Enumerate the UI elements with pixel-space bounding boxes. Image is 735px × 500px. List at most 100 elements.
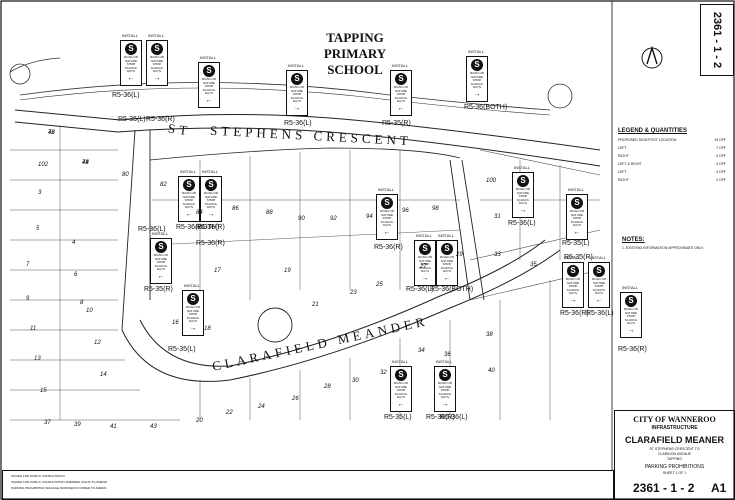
sign-install-label: INSTALL — [288, 63, 304, 68]
no-stopping-icon: S — [571, 197, 583, 209]
sign-install-label: INSTALL — [438, 233, 454, 238]
lot-number: 27 — [420, 264, 427, 270]
legend-qty: 19 OFF — [714, 138, 726, 142]
lot-number: 76 — [48, 130, 55, 136]
sign-text: ROAD OR NATURE STRIP SCHOOL DAYS — [417, 255, 432, 274]
lot-number: 5 — [36, 226, 40, 232]
sign-text: ROAD OR NATURE STRIP SCHOOL DAYS — [393, 85, 408, 104]
lot-number: 90 — [298, 216, 305, 222]
lot-number: 7 — [26, 262, 30, 268]
lot-number: 16 — [172, 320, 179, 326]
no-stopping-icon: S — [183, 179, 195, 191]
lot-number: 26 — [292, 396, 299, 402]
lot-number: 14 — [100, 372, 107, 378]
sign-install-label: INSTALL — [564, 255, 580, 260]
lot-number: 96 — [402, 208, 409, 214]
no-stopping-icon: S — [155, 241, 167, 253]
direction-arrow-icon: ← — [397, 400, 405, 408]
title-sub1: ST STEPHENS CRESCENT TO — [649, 447, 700, 451]
sign-code-label: R5-35(L) — [118, 116, 146, 123]
sign-install-label: INSTALL — [590, 255, 606, 260]
lot-number: 19 — [284, 268, 291, 274]
direction-arrow-icon: ← — [185, 210, 193, 218]
lot-number: 3 — [38, 190, 42, 196]
lot-number: 9 — [26, 296, 30, 302]
sign-install-label: INSTALL — [436, 359, 452, 364]
sign-code-label: R5-36(R) — [560, 310, 589, 317]
lot-number: 30 — [352, 378, 359, 384]
direction-arrow-icon: ← — [157, 272, 165, 280]
lot-number: 42 — [48, 130, 55, 136]
lot-number: 12 — [94, 340, 101, 346]
lot-number: 23 — [350, 290, 357, 296]
direction-arrow-icon: ← — [443, 274, 451, 282]
lot-number: 8 — [80, 300, 84, 306]
direction-arrow-icon: ← — [205, 96, 213, 104]
lot-number: 6 — [74, 272, 78, 278]
sign-code-label: R5-36(L) — [508, 220, 536, 227]
sign-install-label: INSTALL — [202, 169, 218, 174]
sign-code-label: R5-36(R) — [426, 414, 455, 421]
title-sub2: CLARIDON AVENUE — [658, 452, 691, 456]
direction-arrow-icon: ← — [397, 104, 405, 112]
sign-code-label: R5-35(L) — [562, 240, 590, 247]
no-stopping-icon: S — [187, 293, 199, 305]
lot-number: 43 — [150, 424, 157, 430]
lot-number: 80 — [122, 172, 129, 178]
revision-row-1: ISSUED FOR PUBLIC CONSULTATION — [11, 474, 65, 478]
sign-install-label: INSTALL — [392, 63, 408, 68]
school-label: TAPPING PRIMARY SCHOOL — [300, 30, 410, 78]
notes-item: 1. EXISTING INFORMATION APPROXIMATE ONLY… — [622, 246, 705, 250]
sign-text: ROAD OR NATURE STRIP SCHOOL DAYS — [123, 55, 138, 74]
lot-number: 18 — [204, 326, 211, 332]
lot-number: 44 — [82, 160, 89, 166]
lot-number: 102 — [38, 162, 49, 168]
legend-qty: 9 OFF — [716, 154, 726, 158]
sign-code-label: R5-36(R) — [196, 240, 225, 247]
lot-number: 15 — [40, 388, 47, 394]
sign-code-label: R5-36(L) — [112, 92, 140, 99]
direction-arrow-icon: → — [473, 90, 481, 98]
no-stopping-icon: S — [439, 369, 451, 381]
lot-number: 39 — [74, 422, 81, 428]
street-st-prefix: ST — [167, 120, 193, 139]
lot-number: 92 — [330, 216, 337, 222]
revision-row-2: ISSUED FOR PUBLIC CONSULTATION AMENDED S… — [11, 480, 107, 484]
sign-text: ROAD OR NATURE STRIP SCHOOL DAYS — [379, 209, 394, 228]
sign-text: ROAD OR NATURE STRIP SCHOOL DAYS — [623, 307, 638, 326]
school-line-3: SCHOOL — [327, 62, 383, 77]
sign-code-label: R5-36(R) — [146, 116, 175, 123]
lot-number: 34 — [418, 348, 425, 354]
lot-number: 17 — [214, 268, 221, 274]
sign-code-label: R5-35(L) — [384, 414, 412, 421]
no-stopping-icon: S — [203, 65, 215, 77]
sign-text: ROAD OR NATURE STRIP SCHOOL DAYS — [203, 191, 218, 210]
legend-label: PROPOSED SIGN POST LOCATION — [618, 138, 677, 142]
lot-number: 38 — [486, 332, 493, 338]
legend-qty: 7 OFF — [716, 146, 726, 150]
sign-text: ROAD OR NATURE STRIP SCHOOL DAYS — [469, 71, 484, 90]
sign-code-label: R5-36(L) — [138, 226, 166, 233]
sign-install-label: INSTALL — [200, 55, 216, 60]
direction-arrow-icon: → — [293, 104, 301, 112]
title-project: CLARAFIELD MEANER — [625, 435, 724, 445]
sign-install-label: INSTALL — [514, 165, 530, 170]
title-sheet: SHEET 1 OF 1 — [662, 471, 687, 475]
no-stopping-icon: S — [471, 59, 483, 71]
sign-install-label: INSTALL — [568, 187, 584, 192]
title-drawing: PARKING PROHIBITIONS — [644, 464, 705, 470]
legend-label: LEFT & RIGHT — [618, 162, 642, 166]
